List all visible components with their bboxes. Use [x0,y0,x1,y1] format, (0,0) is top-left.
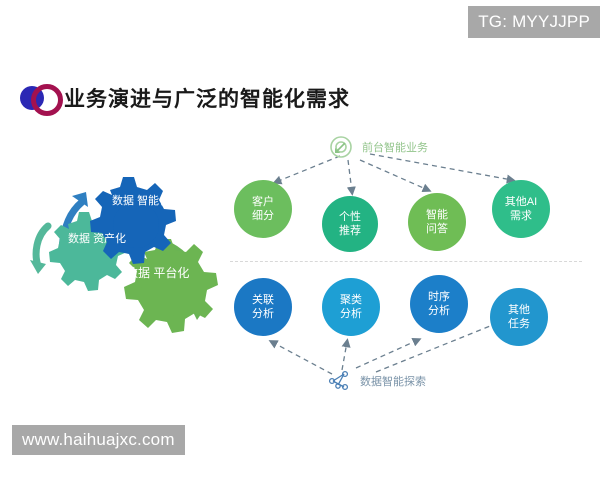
target-arrow-icon [328,134,354,160]
watermark-top: TG: MYYJJPP [468,6,600,38]
bottom-group-caption-text: 数据智能探索 [360,376,426,388]
overlapping-circles-logo-icon [18,81,64,116]
capability-map: 前台智能业务 客户 细分 个性 推荐 智能 问答 其他AI 需求 关联 分析 聚… [228,130,588,410]
gear-diagram-graphics [30,177,218,333]
node-clustering-analysis[interactable]: 聚类 分析 [322,278,380,336]
node-association-analysis[interactable]: 关联 分析 [234,278,292,336]
page-title-row: 业务演进与广泛的智能化需求 [18,78,350,118]
logo-red-ring [31,84,63,116]
gear-platform [124,239,218,333]
watermark-bottom: www.haihuajxc.com [12,425,185,455]
top-group-caption: 前台智能业务 [328,134,428,160]
gear-intelligence [90,177,176,264]
section-divider [230,261,582,262]
gear-diagram: 数据 智能化 数据 资产化 数据 平台化 [26,168,226,348]
page-title: 业务演进与广泛的智能化需求 [64,88,350,111]
node-other-ai-demand[interactable]: 其他AI 需求 [492,180,550,238]
node-timeseries-analysis[interactable]: 时序 分析 [410,275,468,333]
node-other-tasks[interactable]: 其他 任务 [490,288,548,346]
node-intelligent-qa[interactable]: 智能 问答 [408,193,466,251]
node-customer-segmentation[interactable]: 客户 细分 [234,180,292,238]
bottom-group-caption: 数据智能探索 [326,368,426,394]
arrow-teal [30,222,52,274]
top-group-caption-text: 前台智能业务 [362,142,428,154]
network-share-icon [326,368,352,394]
node-personalized-recommendation[interactable]: 个性 推荐 [322,196,378,252]
